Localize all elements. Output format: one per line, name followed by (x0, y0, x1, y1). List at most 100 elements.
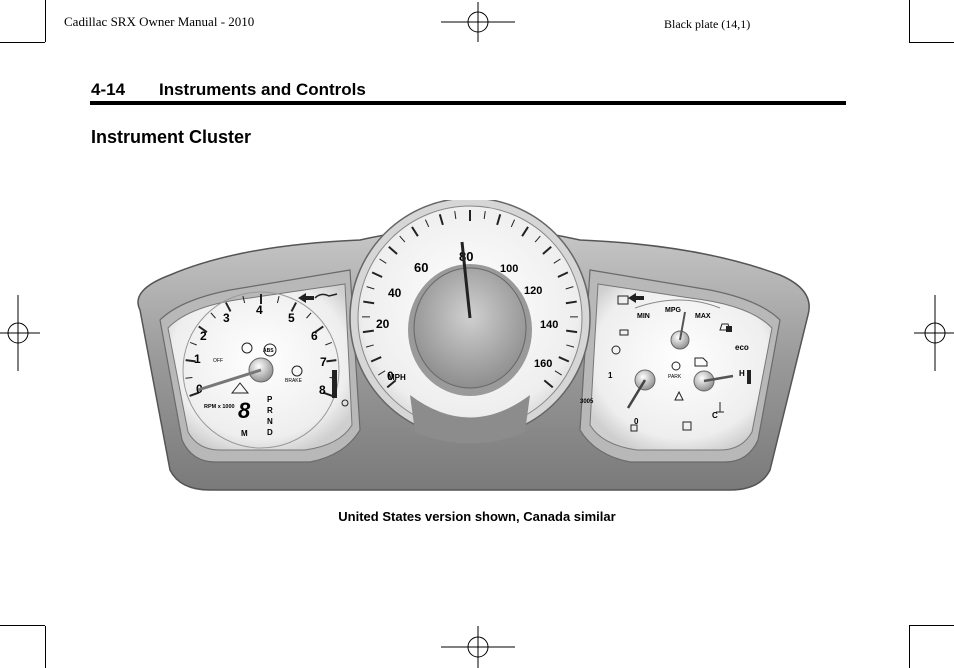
speedometer-tick-label: 80 (459, 249, 473, 264)
dial-tick (554, 370, 562, 376)
speedometer-unit-label: MPH (388, 373, 406, 382)
tachometer-tick-label: 6 (311, 329, 318, 343)
dial-tick (189, 341, 197, 346)
crop-mark (45, 0, 46, 42)
dial-tick (566, 344, 575, 348)
tachometer-tick-label: 7 (320, 355, 327, 369)
dial-tick (553, 258, 561, 264)
running-header-plate: Black plate (14,1) (664, 17, 751, 31)
tachometer-tick-label: 3 (223, 311, 230, 325)
speedometer-tick-label: 100 (500, 263, 518, 275)
dial-tick (557, 271, 569, 278)
dial-tick (363, 300, 375, 305)
dial-tick (379, 258, 387, 264)
dial-tick (326, 359, 337, 363)
parking-brake-icon (241, 342, 253, 354)
crop-mark (909, 42, 954, 43)
registration-mark (914, 295, 954, 371)
fuel-pump-icon (630, 424, 638, 432)
dial-tick (198, 325, 208, 333)
gear-p: P (267, 395, 273, 404)
dial-tick (290, 302, 297, 312)
mpg-max-label: MAX (695, 313, 711, 320)
turn-signal-left-icon (298, 293, 314, 303)
dial-tick (534, 235, 541, 243)
tachometer-needle (197, 368, 262, 392)
park-label: PARK (668, 374, 682, 380)
redline-band (332, 370, 337, 398)
dial-tick (558, 356, 570, 363)
speedometer-tick-label: 0 (387, 369, 394, 383)
abs-label: ABS (263, 348, 274, 354)
dial-tick (565, 300, 577, 305)
fog-light-icon (611, 345, 621, 355)
temp-cold-mark: C (712, 411, 718, 420)
tachometer-tick-label: 8 (319, 383, 326, 397)
crop-mark (0, 42, 45, 43)
dial-tick (362, 329, 374, 334)
dial-tick (366, 286, 375, 290)
turn-signal-right-icon (628, 293, 644, 303)
registration-mark (441, 2, 515, 42)
crop-mark (0, 625, 45, 626)
instrument-cluster-illustration: 0 20 40 60 80 100 120 140 160 MPH 0 1 2 … (137, 200, 810, 491)
fuel-full-mark: 1 (608, 371, 613, 380)
speedometer-needle (460, 241, 472, 319)
speedometer-tick-label: 120 (524, 285, 542, 297)
crop-mark (909, 625, 954, 626)
mpg-needle (679, 311, 686, 341)
dial-tick (242, 296, 246, 304)
brake-icon (291, 365, 303, 377)
check-engine-icon (694, 357, 708, 367)
seatbelt-icon (674, 390, 684, 401)
mpg-min-label: MIN (637, 313, 650, 320)
park-icon (671, 361, 681, 371)
abs-icon (263, 343, 277, 357)
running-header-title: Cadillac SRX Owner Manual - 2010 (64, 14, 255, 29)
dial-tick (225, 302, 232, 312)
dial-tick (189, 391, 200, 397)
section-number: 4-14 (91, 80, 126, 99)
tachometer-tick-label: 4 (256, 303, 263, 317)
dial-tick (388, 246, 398, 255)
dial-tick (565, 286, 574, 290)
dial-tick (386, 379, 397, 389)
tire-pressure-icon (230, 382, 250, 394)
gear-r: R (267, 406, 273, 415)
dial-tick (521, 226, 529, 237)
speedometer-tick-label: 160 (534, 358, 552, 370)
dial-tick (276, 296, 280, 304)
speedometer-tick-label: 20 (376, 317, 390, 331)
odometer-readout: 3005 (580, 399, 594, 405)
tachometer-tick-label: 1 (194, 352, 201, 366)
gear-n: N (267, 417, 273, 426)
dial-tick (365, 344, 374, 348)
temp-hot-mark: H (739, 369, 745, 378)
tachometer-tick-label: 5 (288, 311, 295, 325)
security-icon (341, 399, 349, 407)
dial-tick (378, 370, 386, 376)
crop-mark (45, 626, 46, 668)
oil-pressure-icon (314, 293, 338, 299)
gear-digit-display: 8 (238, 398, 251, 423)
figure-caption: United States version shown, Canada simi… (338, 509, 616, 524)
speedometer-tick-label: 60 (414, 260, 428, 275)
crop-mark (909, 626, 910, 668)
crop-mark (909, 0, 910, 42)
dial-tick (371, 271, 383, 278)
dial-tick (496, 214, 502, 226)
traction-off-label: OFF (213, 358, 223, 364)
dial-tick (306, 312, 312, 319)
dial-tick (510, 219, 516, 228)
temp-warning-band (747, 370, 751, 384)
tachometer-unit-label: RPM x 1000 (204, 404, 235, 410)
dial-tick (483, 211, 486, 220)
tachometer-tick-label: 2 (200, 329, 207, 343)
dial-tick (314, 325, 324, 333)
dial-tick (542, 246, 552, 255)
brake-label: BRAKE (285, 378, 303, 384)
headlamp-icon (619, 329, 629, 336)
section-title: Instruments and Controls (159, 80, 366, 99)
page-title: Instrument Cluster (91, 127, 252, 147)
dial-tick (185, 359, 196, 363)
